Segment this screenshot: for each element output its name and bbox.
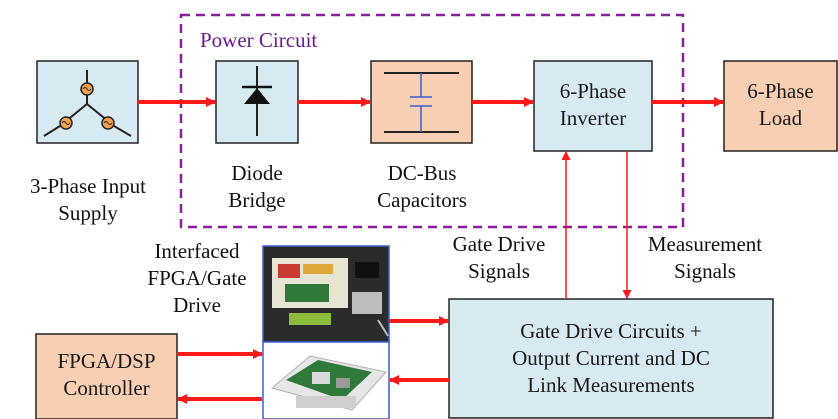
- controller-box: [35, 333, 178, 419]
- bridge-label: Diode Bridge: [207, 160, 307, 214]
- interface-label: Interfaced FPGA/Gate Drive: [132, 238, 262, 319]
- inverter-label-line2: Inverter: [559, 106, 627, 130]
- fpga-board-photo: [262, 245, 390, 343]
- supply-label-line1: 3-Phase Input: [29, 174, 147, 198]
- load-box: [723, 60, 838, 152]
- measurement-line1: Measurement: [647, 232, 763, 256]
- bridge-label-line1: Diode: [231, 161, 283, 185]
- load-label-line2: Load: [758, 106, 803, 130]
- power-circuit-title: Power Circuit: [200, 28, 318, 52]
- inverter-box: [533, 60, 653, 152]
- interface-label-line3: Drive: [173, 293, 221, 317]
- gate-circuits-line2: Output Current and DC: [512, 346, 710, 370]
- load-label: 6-Phase Load: [724, 78, 837, 132]
- three-phase-source-icon: [36, 60, 139, 144]
- load-label-line1: 6-Phase: [747, 79, 814, 103]
- inverter-label-line1: 6-Phase: [559, 79, 627, 103]
- gate-circuits-label: Gate Drive Circuits + Output Current and…: [449, 318, 773, 399]
- gate-circuits-box: [448, 298, 774, 419]
- controller-label-line1: FPGA/DSP: [57, 349, 156, 373]
- capacitors-label-line2: Capacitors: [377, 188, 467, 212]
- inverter-label: 6-Phase Inverter: [534, 78, 652, 132]
- supply-label: 3-Phase Input Supply: [0, 173, 176, 227]
- controller-label: FPGA/DSP Controller: [36, 348, 177, 402]
- bridge-label-line2: Bridge: [228, 188, 286, 212]
- power-circuit-group: [179, 13, 685, 229]
- interface-label-line2: FPGA/Gate: [147, 266, 247, 290]
- gate-circuits-line1: Gate Drive Circuits +: [520, 319, 702, 343]
- capacitors-label-line1: DC-Bus: [387, 161, 457, 185]
- capacitor-icon: [370, 60, 473, 144]
- gate-circuits-line3: Link Measurements: [527, 373, 695, 397]
- gate-driver-board-photo: [262, 341, 390, 419]
- measurement-label: Measurement Signals: [630, 231, 780, 285]
- controller-label-line2: Controller: [63, 376, 150, 400]
- gate-signals-line2: Signals: [468, 259, 530, 283]
- measurement-line2: Signals: [674, 259, 736, 283]
- diode-icon: [215, 60, 299, 144]
- interface-label-line1: Interfaced: [154, 239, 240, 263]
- gate-signals-line1: Gate Drive: [452, 232, 546, 256]
- gate-signals-label: Gate Drive Signals: [436, 231, 562, 285]
- capacitors-label: DC-Bus Capacitors: [356, 160, 488, 214]
- supply-label-line2: Supply: [58, 201, 118, 225]
